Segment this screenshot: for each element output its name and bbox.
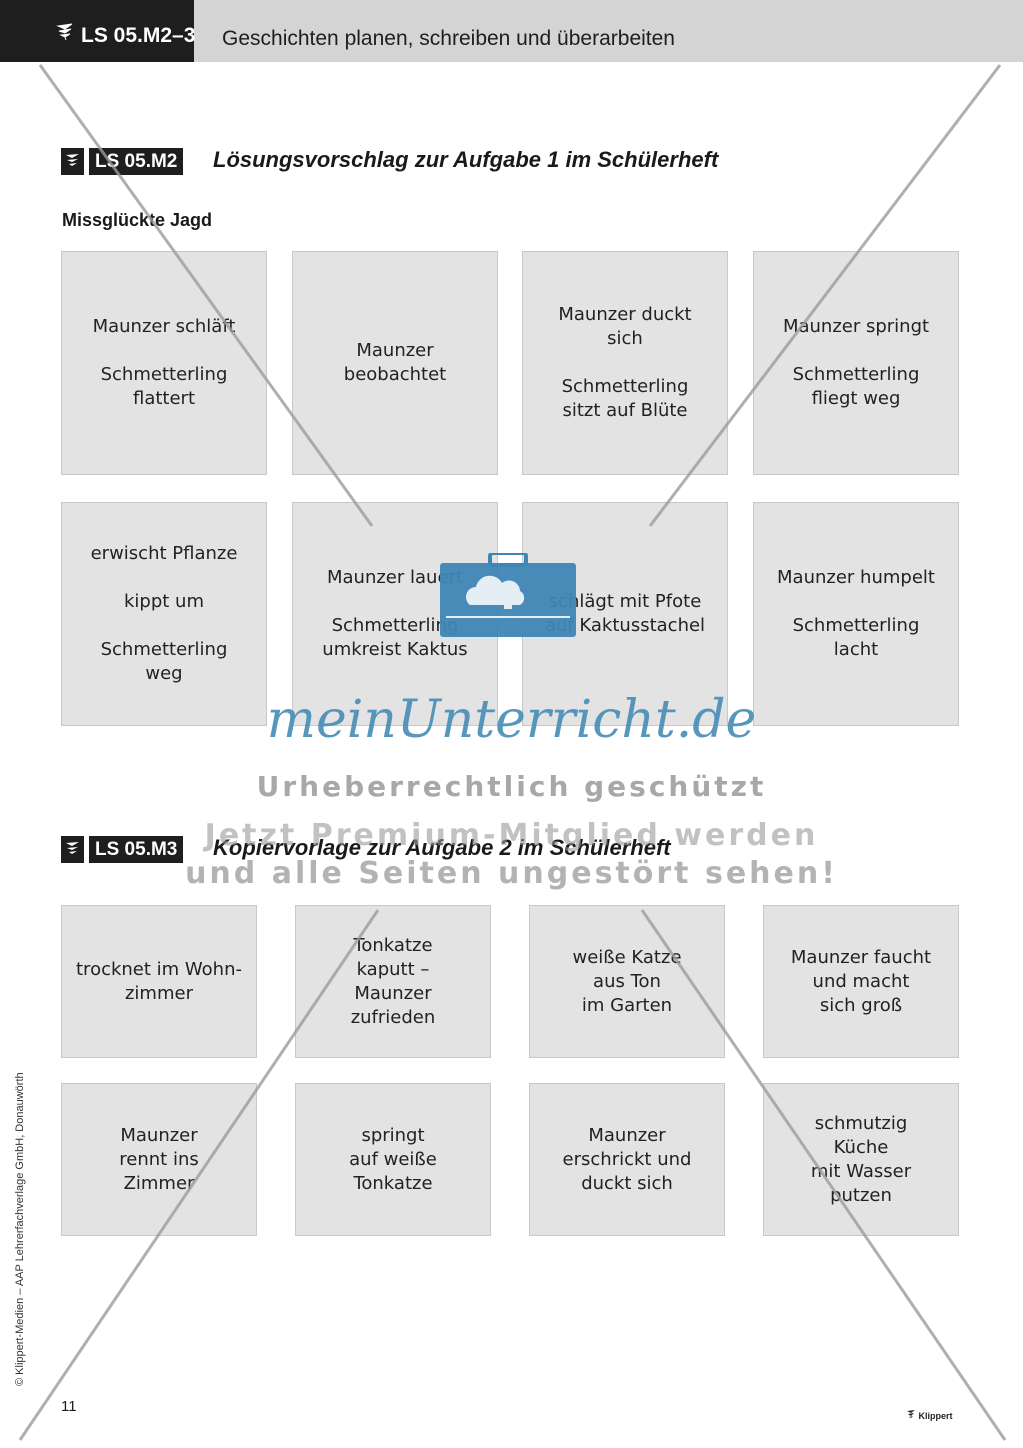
watermark-brand: meinUnterricht.de	[266, 690, 757, 750]
watermark-line2: Jetzt Premium-Mitglied werden	[204, 818, 819, 853]
copy-card: Maunzer rennt ins Zimmer	[61, 1083, 257, 1236]
page-header: LS 05.M2–3 Geschichten planen, schreiben…	[0, 0, 1023, 62]
story-card: Maunzer schläft Schmetterling flattert	[61, 251, 267, 475]
footer-brand-label: Klippert	[918, 1411, 953, 1421]
story-card: Maunzer springt Schmetterling fliegt weg	[753, 251, 959, 475]
watermark-line3: und alle Seiten ungestört sehen!	[185, 856, 838, 891]
copyright-vertical: © Klippert-Medien – AAP Lehrerfachverlag…	[14, 1072, 26, 1386]
story-card: Maunzer duckt sich Schmetterling sitzt a…	[522, 251, 728, 475]
klippert-logo-icon	[56, 23, 73, 41]
page-number: 11	[61, 1398, 77, 1415]
story-card: Maunzer beobachtet	[292, 251, 498, 475]
klippert-mark-icon	[61, 148, 84, 175]
section1-label: LS 05.M2	[89, 148, 184, 175]
copy-card: trocknet im Wohn- zimmer	[61, 905, 257, 1058]
section1-subtitle: Missglückte Jagd	[62, 210, 213, 230]
header-code: LS 05.M2–3	[81, 24, 196, 47]
footer-brand: Klippert	[906, 1410, 953, 1421]
copy-card: weiße Katze aus Ton im Garten	[529, 905, 725, 1058]
story-card: erwischt Pflanze kippt um Schmetterling …	[61, 502, 267, 726]
copy-card: Tonkatze kaputt – Maunzer zufrieden	[295, 905, 491, 1058]
watermark-line1: Urheberrechtlich geschützt	[256, 770, 767, 803]
header-title: Geschichten planen, schreiben und überar…	[222, 27, 675, 50]
briefcase-cloud-icon	[440, 553, 576, 637]
section2-title: Kopiervorlage zur Aufgabe 2 im Schülerhe…	[213, 835, 671, 860]
klippert-small-icon	[907, 1410, 915, 1418]
klippert-mark-icon	[61, 836, 84, 863]
copy-card: schmutzig Küche mit Wasser putzen	[763, 1083, 959, 1236]
copy-card: Maunzer faucht und macht sich groß	[763, 905, 959, 1058]
header-code-box: LS 05.M2–3	[0, 0, 196, 62]
story-card: Maunzer humpelt Schmetterling lacht	[753, 502, 959, 726]
section1-title: Lösungsvorschlag zur Aufgabe 1 im Schüle…	[213, 147, 719, 172]
copy-card: Maunzer erschrickt und duckt sich	[529, 1083, 725, 1236]
section2-label: LS 05.M3	[89, 836, 184, 863]
copy-card: springt auf weiße Tonkatze	[295, 1083, 491, 1236]
